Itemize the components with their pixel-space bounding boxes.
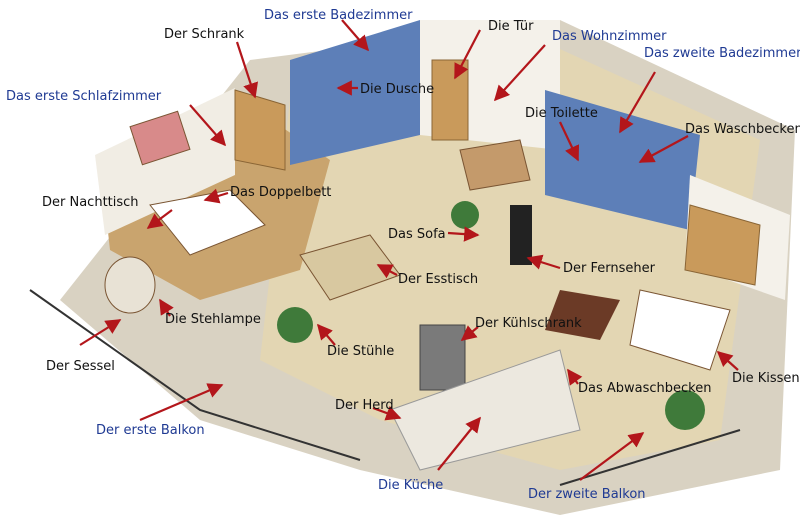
brown-rug (545, 290, 620, 340)
kitchen-counter (389, 349, 581, 471)
plant (451, 201, 479, 229)
bathroom2-wall (545, 90, 700, 230)
label-armchair: Der Sessel (46, 359, 115, 374)
label-second-bathroom: Das zweite Badezimmer (644, 46, 800, 61)
label-nightstand: Der Nachttisch (42, 195, 139, 210)
label-shower: Die Dusche (360, 82, 435, 97)
tv (510, 205, 532, 265)
wardrobe (234, 89, 286, 171)
label-wardrobe: Der Schrank (164, 27, 245, 42)
wall-picture (129, 110, 191, 166)
label-sink: Das Abwaschbecken (578, 381, 712, 396)
bedroom-back-wall (95, 88, 235, 235)
label-pillows: Die Kissen (732, 371, 800, 386)
label-sofa: Das Sofa (388, 227, 446, 242)
label-first-balcony: Der erste Balkon (96, 423, 205, 438)
label-double-bed: Das Doppelbett (230, 185, 332, 200)
wardrobe-right (684, 204, 761, 286)
label-dining-table: Der Esstisch (398, 272, 479, 287)
label-living-room: Das Wohnzimmer (552, 29, 667, 44)
label-second-balcony: Der zweite Balkon (528, 487, 646, 502)
plant (277, 307, 313, 343)
bathroom1-wall (290, 20, 420, 165)
armchair (104, 256, 156, 314)
label-stove: Der Herd (335, 398, 394, 413)
label-chairs: Die Stühle (327, 344, 395, 359)
label-floor-lamp: Die Stehlampe (165, 312, 261, 327)
sofa (459, 139, 531, 191)
label-door: Die Tür (488, 19, 534, 34)
label-toilet: Die Toilette (525, 106, 598, 121)
annotation-arrows (79, 19, 739, 481)
double-bed (149, 189, 266, 256)
label-tv: Der Fernseher (563, 261, 655, 276)
label-first-bathroom: Das erste Badezimmer (264, 8, 413, 23)
balcony-railing (29, 289, 361, 461)
label-kitchen: Die Küche (378, 478, 444, 493)
plant (665, 390, 705, 430)
label-first-bedroom: Das erste Schlafzimmer (6, 89, 162, 104)
fridge (419, 324, 466, 391)
label-fridge: Der Kühlschrank (475, 316, 582, 331)
guest-bed (629, 289, 731, 371)
dining-table (299, 234, 401, 301)
door (431, 59, 469, 141)
label-washbasin: Das Waschbecken (685, 122, 800, 137)
